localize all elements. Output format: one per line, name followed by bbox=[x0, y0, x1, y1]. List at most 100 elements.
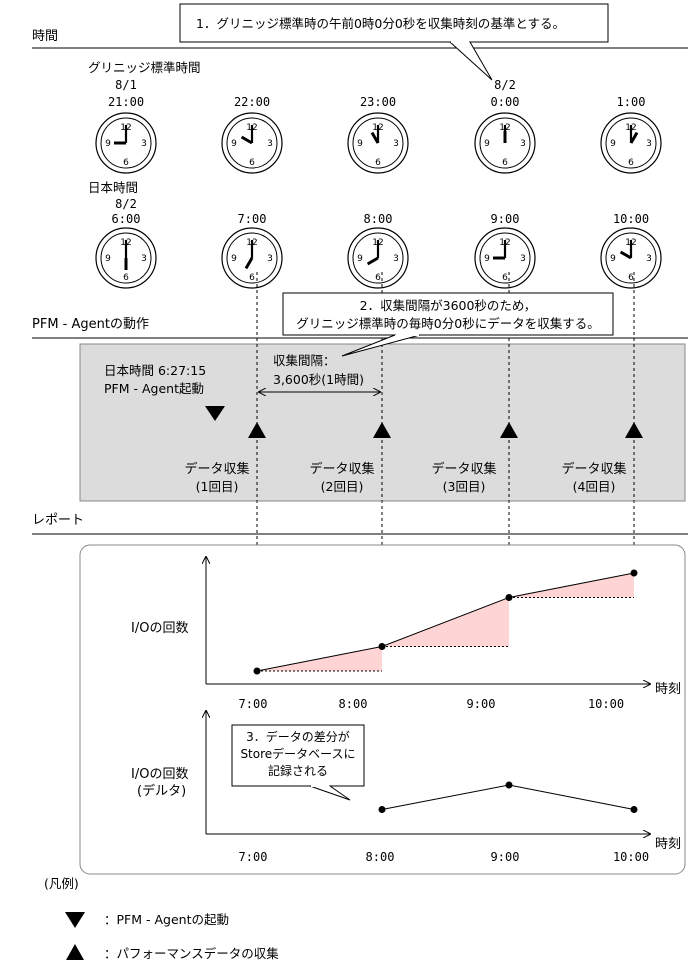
jst-date: 8/2 bbox=[115, 197, 137, 211]
clock-numeral-6: 6 bbox=[502, 158, 508, 168]
clock-numeral-9: 9 bbox=[357, 139, 363, 149]
collection-up-triangle-icon bbox=[248, 422, 266, 438]
clock-numeral-6: 6 bbox=[375, 158, 381, 168]
clock-numeral-9: 9 bbox=[231, 139, 237, 149]
clock-numeral-9: 9 bbox=[105, 254, 111, 264]
io-count-point-3 bbox=[630, 569, 638, 577]
legend-down-triangle-icon bbox=[65, 912, 85, 928]
gmt-time-1: 22:00 bbox=[234, 95, 270, 109]
io-delta-xtick-2: 9:00 bbox=[491, 850, 520, 864]
section-time-label: 時間 bbox=[32, 29, 58, 44]
callout-1-text: 1．グリニッジ標準時の午前0時0分0秒を収集時刻の基準とする。 bbox=[196, 16, 565, 31]
io-delta-point-2 bbox=[630, 806, 638, 813]
io-count-point-1 bbox=[378, 643, 386, 650]
gmt-time-3: 0:00 bbox=[491, 95, 520, 109]
callout-2-line-2: グリニッジ標準時の毎時0分0秒にデータを収集する。 bbox=[296, 316, 599, 331]
io-count-xtick-0: 7:00 bbox=[239, 697, 268, 711]
collection-label-4: データ収集 bbox=[561, 461, 626, 477]
callout-1: 1．グリニッジ標準時の午前0時0分0秒を収集時刻の基準とする。 bbox=[179, 3, 609, 81]
callout-3-line-2: Storeデータベースに bbox=[240, 746, 355, 761]
io-count-xtick-1: 8:00 bbox=[339, 697, 368, 711]
jst-label: 日本時間 bbox=[88, 180, 138, 195]
io-delta-point-0 bbox=[378, 806, 386, 813]
io-delta-xlabel: 時刻 bbox=[655, 837, 681, 852]
jst-time-0: 6:00 bbox=[112, 212, 141, 226]
io-count-ylabel: I/Oの回数 bbox=[131, 621, 188, 636]
clock-numeral-6: 6 bbox=[502, 273, 508, 283]
interval-line-1: 収集間隔： bbox=[273, 353, 336, 368]
gmt-clock-0: 12369 bbox=[95, 112, 157, 174]
clock-numeral-3: 3 bbox=[646, 254, 652, 264]
gmt-clock-4: 12369 bbox=[600, 112, 662, 174]
clock-numeral-6: 6 bbox=[249, 273, 255, 283]
gmt-clock-2: 12369 bbox=[347, 112, 409, 174]
io-delta-ylabel-2: (デルタ) bbox=[137, 783, 186, 799]
clock-numeral-3: 3 bbox=[267, 139, 273, 149]
collection-count-3: (3回目) bbox=[443, 479, 486, 494]
io-delta-xtick-3: 10:00 bbox=[613, 850, 649, 864]
clock-numeral-9: 9 bbox=[610, 254, 616, 264]
clock-numeral-6: 6 bbox=[628, 273, 634, 283]
legend: (凡例) ：PFM - Agentの起動 ：パフォーマンスデータの収集 bbox=[44, 876, 279, 961]
io-delta-ylabel-1: I/Oの回数 bbox=[131, 767, 188, 782]
jst-clock-3: 12369 bbox=[474, 227, 536, 289]
jst-clock-1: 12369 bbox=[221, 227, 283, 289]
io-count-chart: I/Oの回数 時刻 7:00 8:00 9:00 10:00 bbox=[131, 557, 681, 711]
collection-label-2: データ収集 bbox=[309, 461, 374, 477]
collection-up-triangle-icon bbox=[500, 422, 518, 438]
callout-2: 2．収集間隔が3600秒のため， グリニッジ標準時の毎時0分0秒にデータを収集す… bbox=[282, 292, 614, 357]
io-delta-chart: I/Oの回数 (デルタ) 時刻 7:00 8:00 9:00 10:00 bbox=[131, 711, 681, 864]
jst-clock-2: 12369 bbox=[347, 227, 409, 289]
interval-line-2: 3,600秒(1時間) bbox=[273, 372, 364, 387]
jst-clock-4: 12369 bbox=[600, 227, 662, 289]
clock-numeral-6: 6 bbox=[375, 273, 381, 283]
io-count-xlabel: 時刻 bbox=[655, 682, 681, 697]
collection-count-2: (2回目) bbox=[321, 479, 364, 494]
gmt-clock-3: 12369 bbox=[474, 112, 536, 174]
gmt-date-1: 8/1 bbox=[115, 78, 137, 92]
collection-count-1: (1回目) bbox=[196, 479, 239, 494]
gmt-date-2: 8/2 bbox=[494, 78, 516, 92]
collection-up-triangle-icon bbox=[625, 422, 643, 438]
legend-item-start: ：PFM - Agentの起動 bbox=[104, 912, 229, 927]
jst-time-1: 7:00 bbox=[238, 212, 267, 226]
clock-numeral-3: 3 bbox=[393, 139, 399, 149]
clock-numeral-9: 9 bbox=[610, 139, 616, 149]
clock-numeral-3: 3 bbox=[141, 254, 147, 264]
io-count-line bbox=[256, 572, 635, 672]
callout-3: 3．データの差分が Storeデータベースに 記録される bbox=[231, 724, 365, 801]
agent-start-line-1: 日本時間 6:27:15 bbox=[104, 363, 206, 378]
clock-numeral-6: 6 bbox=[628, 158, 634, 168]
callout-3-line-3: 記録される bbox=[268, 763, 328, 778]
clock-numeral-6: 6 bbox=[123, 273, 129, 283]
clock-numeral-3: 3 bbox=[646, 139, 652, 149]
jst-time-3: 9:00 bbox=[491, 212, 520, 226]
agent-start-down-triangle-icon bbox=[205, 406, 225, 421]
io-count-point-0 bbox=[253, 667, 261, 675]
io-count-xtick-3: 10:00 bbox=[588, 697, 624, 711]
collection-count-4: (4回目) bbox=[573, 479, 616, 494]
gmt-time-2: 23:00 bbox=[360, 95, 396, 109]
io-count-point-2 bbox=[505, 594, 513, 601]
collection-up-triangle-icon bbox=[373, 422, 391, 438]
clock-numeral-3: 3 bbox=[520, 254, 526, 264]
clock-numeral-9: 9 bbox=[105, 139, 111, 149]
callout-2-line-1: 2．収集間隔が3600秒のため， bbox=[360, 298, 537, 313]
callout-3-line-1: 3．データの差分が bbox=[246, 729, 350, 744]
io-delta-xtick-0: 7:00 bbox=[239, 850, 268, 864]
clock-numeral-9: 9 bbox=[357, 254, 363, 264]
gmt-time-4: 1:00 bbox=[617, 95, 646, 109]
clock-numeral-9: 9 bbox=[231, 254, 237, 264]
jst-time-2: 8:00 bbox=[364, 212, 393, 226]
section-report-label: レポート bbox=[32, 513, 84, 528]
clock-numeral-6: 6 bbox=[249, 158, 255, 168]
gmt-time-0: 21:00 bbox=[108, 95, 144, 109]
io-delta-xtick-1: 8:00 bbox=[366, 850, 395, 864]
io-count-xtick-2: 9:00 bbox=[467, 697, 496, 711]
io-delta-point-1 bbox=[505, 781, 513, 789]
clock-numeral-6: 6 bbox=[123, 158, 129, 168]
jst-clock-0: 12369 bbox=[95, 227, 157, 289]
legend-item-collect: ：パフォーマンスデータの収集 bbox=[104, 946, 279, 961]
legend-title: (凡例) bbox=[44, 876, 79, 891]
